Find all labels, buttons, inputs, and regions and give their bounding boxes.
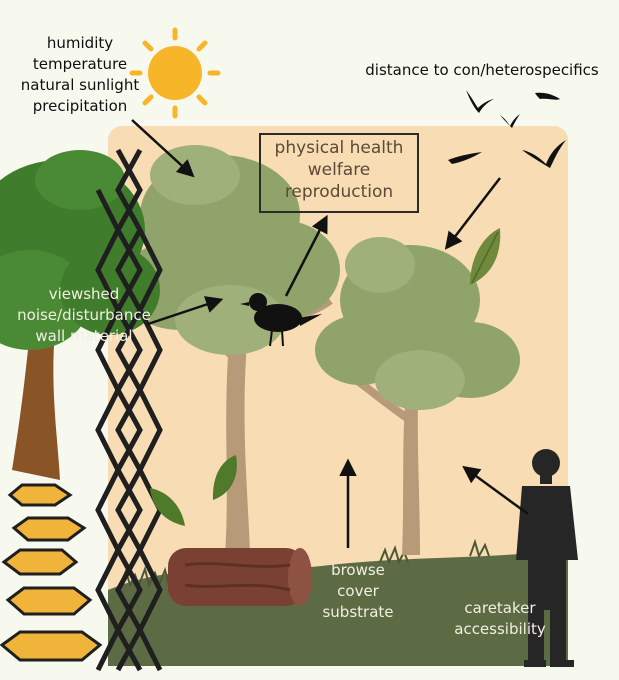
tree-left-outside (0, 150, 160, 480)
arrow-climate (131, 119, 195, 178)
arrow-enclosure (147, 296, 224, 326)
label-precipitation: precipitation (32, 97, 128, 115)
arrow-caretaker (462, 465, 529, 516)
arrow-distance (444, 177, 501, 250)
label-wall-material: wall material (35, 327, 133, 345)
enclosure-factors-labels: viewshed noise/disturbance wall material (14, 284, 154, 347)
sun-icon (129, 27, 221, 119)
label-reproduction: reproduction (284, 182, 394, 202)
climate-factors-labels: humidity temperature natural sunlight pr… (10, 33, 150, 117)
label-caretaker: caretaker (464, 599, 536, 617)
arrows (131, 119, 529, 548)
label-temperature: temperature (32, 55, 128, 73)
bird-silhouette-icon (240, 293, 322, 347)
label-physical-health: physical health (274, 138, 404, 158)
label-humidity: humidity (46, 34, 114, 52)
label-welfare: welfare (307, 160, 371, 180)
human-factors-labels: caretaker accessibility (440, 598, 560, 640)
label-viewshed: viewshed (48, 285, 120, 303)
stepping-stones (0, 483, 103, 662)
tree-right (315, 237, 520, 555)
label-natural-sunlight: natural sunlight (20, 76, 140, 94)
label-substrate: substrate (322, 603, 394, 621)
label-accessibility: accessibility (454, 620, 546, 638)
arrow-outcomes (284, 214, 328, 297)
label-distance: distance to con/heterospecifics (365, 61, 599, 79)
outcomes-box: physical health welfare reproduction (259, 133, 419, 213)
label-noise-disturbance: noise/disturbance (17, 306, 151, 324)
leaf-icon (150, 228, 501, 526)
flying-birds-icon (448, 90, 566, 168)
log-icon (168, 548, 312, 606)
person-silhouette-icon (516, 449, 578, 667)
label-browse: browse (331, 561, 385, 579)
chain-fence-icon (95, 148, 163, 672)
label-cover: cover (337, 582, 379, 600)
ground-factors-labels: browse cover substrate (308, 560, 408, 623)
